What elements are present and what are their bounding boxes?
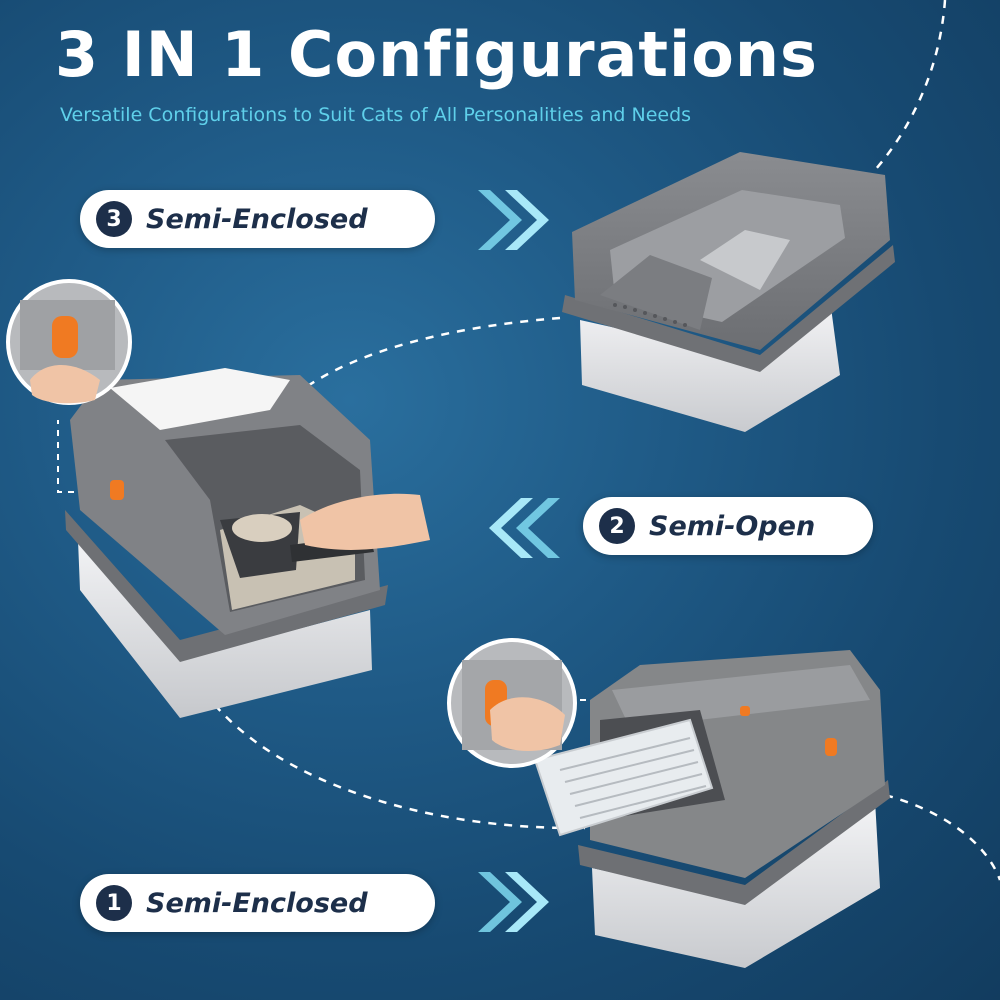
page-subtitle: Versatile Configurations to Suit Cats of… bbox=[60, 104, 692, 126]
config-label-text: Semi-Enclosed bbox=[146, 203, 368, 235]
latch-icon bbox=[110, 480, 124, 500]
page-title: 3 IN 1 Configurations bbox=[55, 18, 818, 91]
latch-icon bbox=[740, 706, 750, 716]
config-label-2: 2 Semi-Open bbox=[583, 497, 873, 555]
config-label-text: Semi-Enclosed bbox=[146, 887, 368, 919]
config-number-badge: 1 bbox=[96, 885, 132, 921]
config-label-1: 1 Semi-Enclosed bbox=[80, 874, 435, 932]
config-label-3: 3 Semi-Enclosed bbox=[80, 190, 435, 248]
config-label-text: Semi-Open bbox=[649, 510, 816, 542]
latch-icon bbox=[825, 738, 837, 756]
config-number-badge: 2 bbox=[599, 508, 635, 544]
config-number-badge: 3 bbox=[96, 201, 132, 237]
